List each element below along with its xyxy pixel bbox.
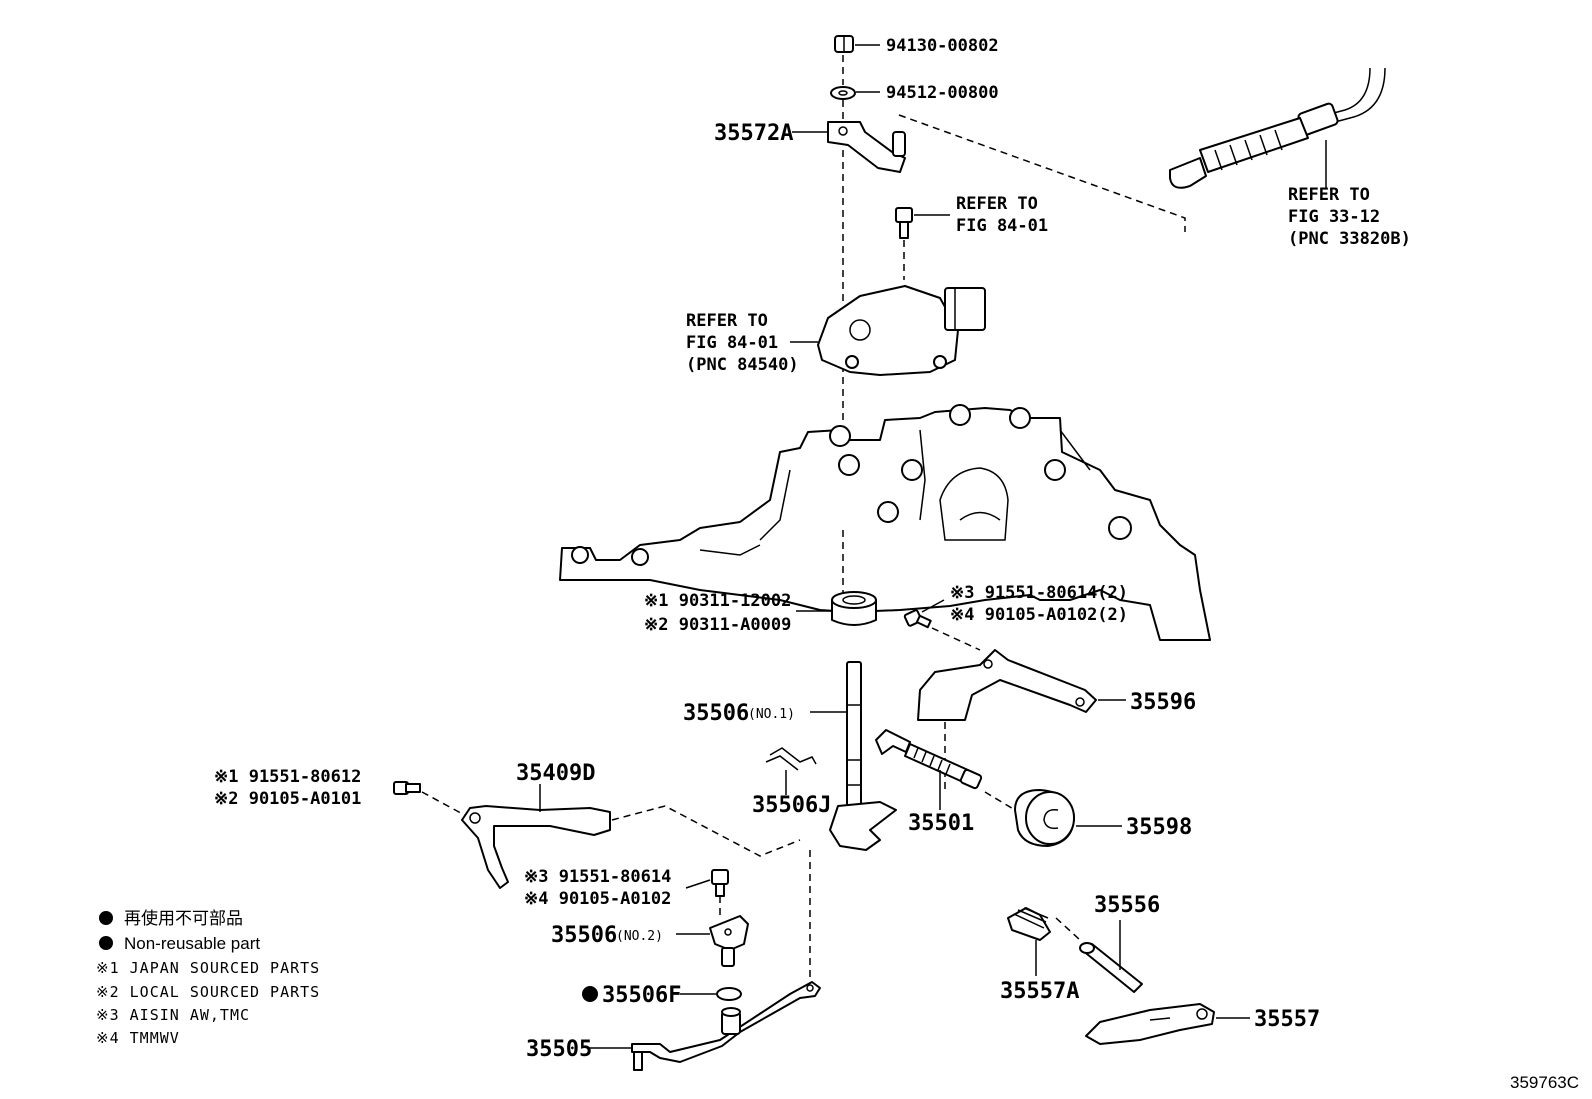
label-35596: 35596: [1130, 690, 1196, 715]
bolt-35506-no2-icon: [711, 869, 729, 897]
legend-note-4: ※4 TMMWV: [96, 1029, 180, 1047]
label-35506-no1: 35506: [683, 701, 749, 726]
lever-35505-icon: [631, 981, 821, 1071]
label-90311-jp: ※1 90311-12002: [644, 591, 791, 611]
legend-note-2: ※2 LOCAL SOURCED PARTS: [96, 983, 320, 1001]
lever-35409D-icon: [461, 805, 611, 889]
shaft-35506-no1-icon: [829, 661, 897, 851]
label-90311-local: ※2 90311-A0009: [644, 615, 791, 635]
transmission-case: [559, 404, 1211, 641]
lever-35506-no2-icon: [709, 915, 749, 967]
refer-33-12: REFER TO FIG 33-12 (PNC 33820B): [1288, 185, 1411, 249]
legend-non-reusable-en: Non-reusable part: [124, 934, 260, 953]
control-cable-icon: [1169, 67, 1386, 189]
label-35506-no2: 35506: [551, 923, 617, 948]
legend-note-3: ※3 AISIN AW,TMC: [96, 1006, 250, 1024]
neutral-switch-icon: [817, 285, 986, 376]
label-35556: 35556: [1094, 893, 1160, 918]
label-91551-aisin-2: ※3 91551-80614(2): [950, 583, 1128, 603]
figure-code: 359763C: [1510, 1073, 1579, 1092]
linkage-dashed: [611, 805, 801, 857]
legend-non-reusable-jp: 再使用不可部品: [124, 908, 243, 928]
legend-note-1: ※1 JAPAN SOURCED PARTS: [96, 959, 320, 977]
label-90105-local: ※2 90105-A0101: [214, 789, 361, 809]
rod-35501-icon: [875, 729, 983, 790]
roller-35598-icon: [1014, 789, 1075, 847]
bullet-icon: [99, 911, 113, 925]
label-35557: 35557: [1254, 1007, 1320, 1032]
bullet-icon: [99, 936, 113, 950]
label-35572A: 35572A: [714, 121, 793, 146]
label-35501: 35501: [908, 811, 974, 836]
label-35506F: 35506F: [602, 983, 681, 1008]
label-35505: 35505: [526, 1037, 592, 1062]
legend: 再使用不可部品 Non-reusable part ※1 JAPAN SOURC…: [96, 908, 320, 1047]
detent-plate-35557-icon: [1085, 1003, 1215, 1045]
label-35598: 35598: [1126, 815, 1192, 840]
o-ring-35506F-icon: [716, 987, 742, 1001]
refer-84-01-a: REFER TO FIG 84-01: [956, 194, 1048, 236]
label-90105-tmmwv-2: ※4 90105-A0102(2): [950, 605, 1128, 625]
label-35506J: 35506J: [752, 793, 831, 818]
non-reusable-dot: [582, 986, 598, 1002]
bolt-35409D-icon: [393, 781, 421, 795]
bolt-35596-icon: [903, 609, 932, 629]
label-90105-tmmwv: ※4 90105-A0102: [524, 889, 671, 909]
bracket-35596-icon: [917, 649, 1097, 721]
cable-link-dashed: [898, 114, 1186, 232]
refer-84-01-b: REFER TO FIG 84-01 (PNC 84540): [686, 311, 799, 375]
label-35409D: 35409D: [516, 761, 595, 786]
pin-35506J-icon: [765, 747, 817, 771]
bolt-94130-icon: [834, 35, 854, 53]
label-35506-no1-sub: (NO.1): [748, 707, 795, 722]
label-91551-aisin: ※3 91551-80614: [524, 867, 671, 887]
label-94130: 94130-00802: [886, 36, 999, 56]
label-91551-jp: ※1 91551-80612: [214, 767, 361, 787]
pin-35556-icon: [1079, 942, 1143, 993]
bolt-refer-icon: [895, 207, 913, 239]
spring-35557A-icon: [1007, 907, 1051, 941]
label-35506-no2-sub: (NO.2): [616, 929, 663, 944]
label-94512: 94512-00800: [886, 83, 999, 103]
lever-35572A-icon: [827, 121, 906, 173]
oil-seal-icon: [831, 591, 877, 626]
washer-94512-icon: [830, 86, 856, 100]
label-35557A: 35557A: [1000, 979, 1079, 1004]
